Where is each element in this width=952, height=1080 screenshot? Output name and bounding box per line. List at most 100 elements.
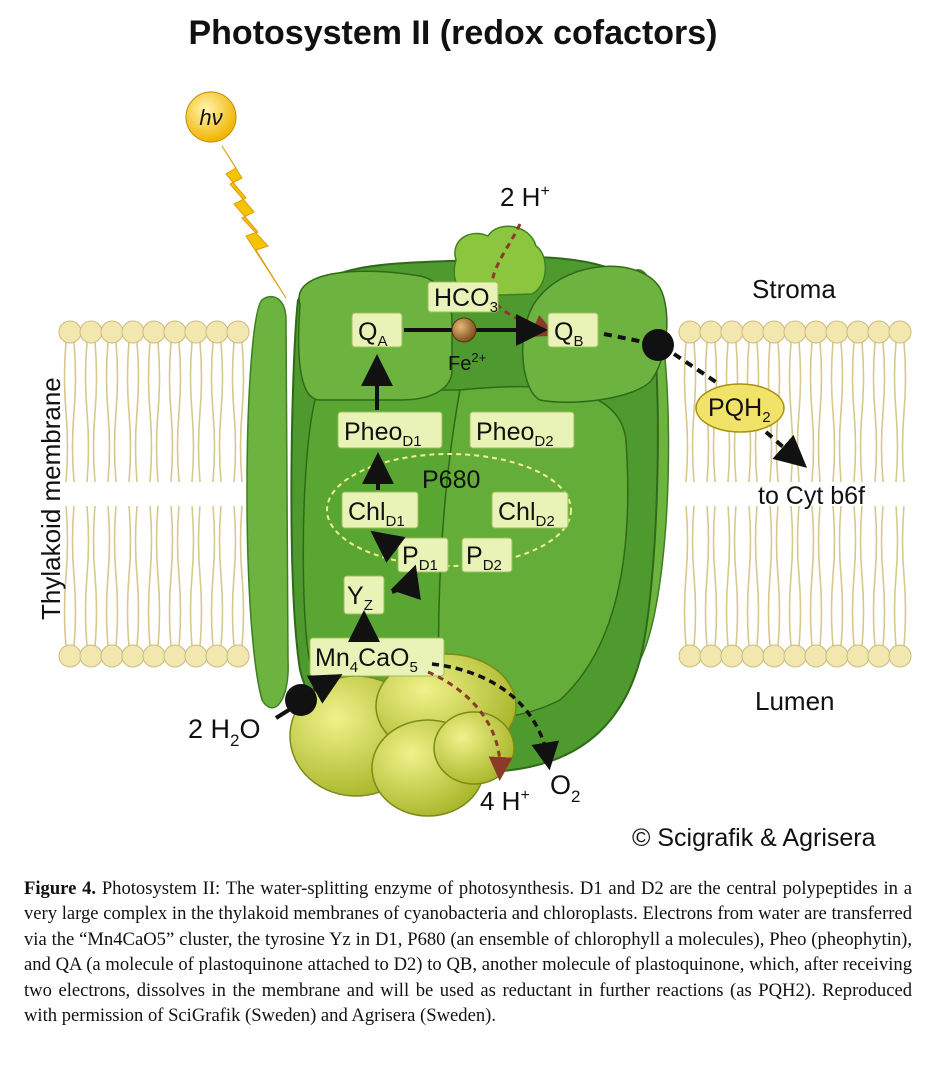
lipid-tail (733, 505, 739, 647)
iron-label: Fe2+ (448, 350, 486, 375)
lipid-head (163, 644, 187, 668)
lipid-head (846, 320, 870, 344)
lipid-head (142, 320, 166, 344)
pheo-d2-label: PheoD2 (476, 418, 554, 450)
copyright-label: © Scigrafik & Agrisera (632, 824, 876, 852)
lipid-tail (683, 505, 689, 647)
lipid-head (121, 320, 145, 344)
chl-d1-box (341, 491, 419, 529)
lipid-head (184, 320, 208, 344)
water-text: 2 H (188, 714, 230, 744)
pd1-label: PD1 (402, 542, 438, 574)
pd1-sub: D1 (419, 557, 438, 574)
pqh2-sub: 2 (762, 409, 770, 426)
lipid-tail (218, 341, 224, 483)
lipid-head (205, 320, 229, 344)
qb-box (547, 312, 599, 348)
lipid-tail (239, 341, 245, 483)
mn-cluster-label: Mn4CaO5 (315, 644, 418, 676)
mn-sub1: 4 (350, 659, 358, 676)
iron-text: Fe (448, 353, 471, 375)
lipid-tail (683, 341, 689, 483)
photon-icon (185, 91, 237, 143)
lipid-tail (788, 341, 794, 483)
lipid-tail (817, 341, 823, 483)
lipid-tail (239, 505, 245, 647)
pheo-d1-sub: D1 (402, 433, 421, 450)
lipid-head (804, 644, 828, 668)
mn-sub2: 5 (409, 659, 417, 676)
lipid-head (678, 644, 702, 668)
pd1-text: P (402, 542, 419, 570)
yz-label: YZ (347, 582, 373, 614)
lipid-tail (880, 505, 886, 647)
yz-to-pd1-arrow (390, 564, 421, 601)
lipid-tail (155, 505, 161, 647)
lipid-tail (176, 341, 182, 483)
lipid-tail (168, 505, 174, 647)
left-helix-outer (246, 295, 289, 709)
water-label: 2 H2O (188, 714, 261, 750)
caption-text: Photosystem II: The water-splitting enzy… (24, 878, 912, 1027)
lipid-tail (189, 341, 195, 483)
pd2-sub: D2 (483, 557, 502, 574)
pheo-d1-box (337, 411, 443, 449)
lipid-tail (767, 505, 773, 647)
pd2-label: PD2 (466, 542, 502, 574)
light-bolt-icon (221, 145, 287, 299)
lipid-tail (851, 505, 857, 647)
d2-subunit (437, 385, 629, 720)
qa-text: Q (358, 318, 377, 346)
lipid-tail (231, 341, 237, 483)
lipid-tail (851, 341, 857, 483)
lipid-tail (197, 341, 203, 483)
hco3-box (427, 281, 499, 313)
iron-charge: 2+ (471, 350, 486, 365)
lumen-subunit-4 (433, 711, 515, 785)
water-sub: 2 (230, 731, 239, 750)
stroma-protons-charge: + (540, 183, 549, 200)
figure-title: Photosystem II (redox cofactors) (188, 14, 718, 52)
lipid-tail (796, 505, 802, 647)
lipid-tail (218, 505, 224, 647)
yz-text: Y (347, 582, 364, 610)
photosystem-diagram: hν Stroma Lumen Thylakoid membrane 2 H+ … (36, 91, 912, 852)
lipid-head (825, 644, 849, 668)
oxygen-label: O2 (550, 770, 580, 806)
lipid-tail (176, 505, 182, 647)
lipid-tail (105, 341, 111, 483)
electron-out-icon (642, 329, 674, 361)
lipid-head (741, 644, 765, 668)
lipid-head (58, 644, 82, 668)
lipid-tail (105, 505, 111, 647)
lipid-tail (63, 505, 69, 647)
lipid-tail (134, 505, 140, 647)
lipid-tail (901, 505, 907, 647)
lipid-head (205, 644, 229, 668)
lipid-head (58, 320, 82, 344)
electron-out-charge: − (660, 333, 668, 348)
pqh2-text: PQH (708, 394, 762, 422)
lipid-tail (168, 341, 174, 483)
lumen-protons-label: 4 H+ (480, 786, 530, 816)
lipid-head (888, 320, 912, 344)
pheo-d2-box (469, 411, 575, 449)
lipid-head (867, 320, 891, 344)
lipid-head (678, 320, 702, 344)
stroma-protons-label: 2 H+ (500, 182, 550, 212)
mn-mid: CaO (358, 644, 409, 672)
lipid-tail (197, 505, 203, 647)
photon-label: hν (199, 105, 222, 130)
chl-d2-box (491, 491, 569, 529)
lipid-tail (84, 341, 90, 483)
lipid-tail (189, 505, 195, 647)
lipid-head (184, 644, 208, 668)
chl-d1-sub: D1 (386, 513, 405, 530)
mn-text: Mn (315, 644, 350, 672)
lipid-tail (746, 505, 752, 647)
lipid-head (783, 644, 807, 668)
membrane-label: Thylakoid membrane (36, 377, 66, 620)
lipid-tail (126, 341, 132, 483)
lipid-head (762, 644, 786, 668)
lipid-tail (71, 341, 77, 483)
